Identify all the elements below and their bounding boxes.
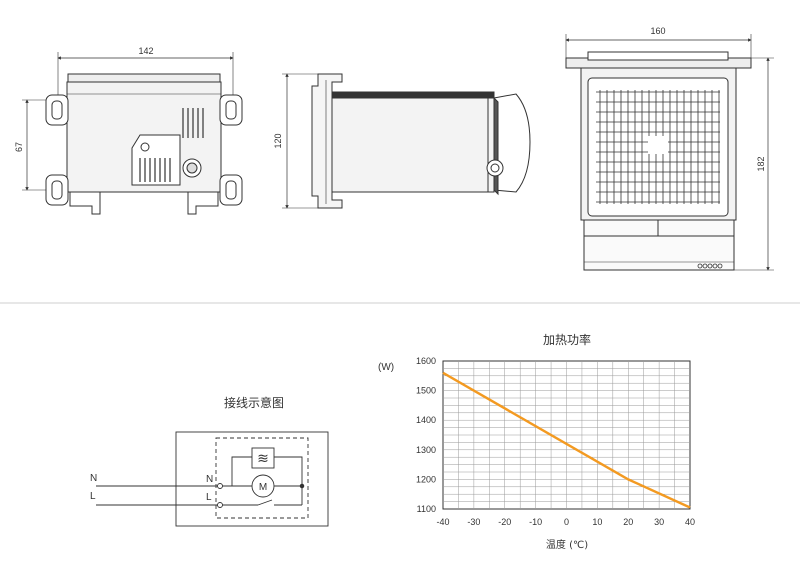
top-width-dimension: 160 — [650, 26, 665, 36]
heating-power-chart: -40 -30 -20 -10 0 10 20 30 40 1100 1200 1300 1400 150… — [416, 356, 695, 527]
wiring-diagram-title: 接线示意图 — [224, 395, 284, 410]
chart-y-axis-label: (W) — [378, 362, 394, 373]
front-height-dimension: 67 — [14, 142, 24, 152]
wiring-n-outer-label: N — [90, 473, 97, 484]
chart-x-tick-label: 10 — [592, 517, 602, 527]
chart-x-tick-label: -10 — [529, 517, 542, 527]
chart-y-tick-label: 1500 — [416, 386, 436, 396]
chart-x-tick-label: -30 — [467, 517, 480, 527]
chart-x-tick-label: 20 — [623, 517, 633, 527]
chart-x-tick-label: 40 — [685, 517, 695, 527]
chart-x-tick-label: 30 — [654, 517, 664, 527]
top-height-dimension: 182 — [756, 156, 766, 171]
chart-y-tick-label: 1300 — [416, 445, 436, 455]
chart-y-tick-label: 1400 — [416, 415, 436, 425]
chart-x-tick-label: 0 — [564, 517, 569, 527]
fan-motor-label: M — [259, 482, 267, 493]
chart-y-tick-label: 1600 — [416, 356, 436, 366]
front-view-drawing — [22, 52, 243, 215]
front-width-dimension: 142 — [138, 46, 153, 56]
wiring-l-inner-label: L — [206, 492, 212, 503]
chart-x-tick-label: -20 — [498, 517, 511, 527]
top-view-drawing — [565, 34, 774, 271]
wiring-l-outer-label: L — [90, 491, 96, 502]
chart-title: 加热功率 — [543, 332, 591, 347]
side-view-drawing — [282, 73, 531, 209]
wiring-n-inner-label: N — [206, 474, 213, 485]
chart-y-tick-label: 1200 — [416, 474, 436, 484]
chart-x-axis-label: 温度 (℃) — [546, 538, 588, 551]
heater-symbol-box — [251, 447, 275, 469]
chart-series-line — [442, 371, 691, 509]
side-height-dimension: 120 — [273, 133, 283, 148]
grille-center — [648, 136, 668, 154]
chart-y-tick-label: 1100 — [417, 504, 436, 514]
wiring-diagram — [96, 431, 329, 527]
heater-symbol-glyph: ≋ — [257, 450, 269, 466]
chart-x-tick-label: -40 — [436, 517, 449, 527]
